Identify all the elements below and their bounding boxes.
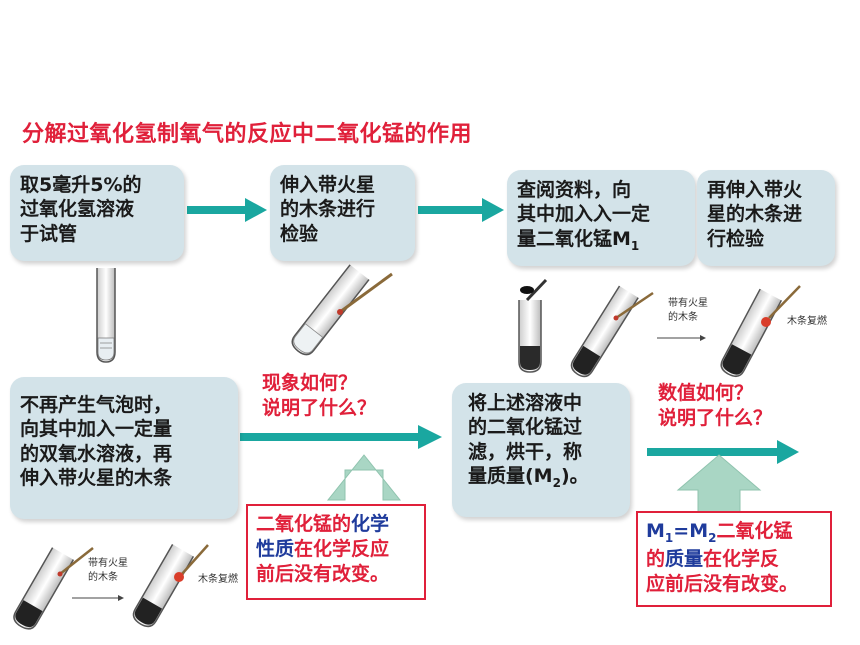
step6-line4: 量质量(M2)。 (468, 464, 589, 490)
relit-label-1: 木条复燃 (787, 314, 827, 327)
step-box-5: 不再产生气泡时， 向其中加入一定量 的双氧水溶液，再 伸入带火星的木条 (10, 377, 238, 519)
step1-line2: 过氧化氢溶液 (20, 198, 135, 221)
step5-line1: 不再产生气泡时， (20, 394, 173, 416)
question2-line1: 数值如何？ (658, 382, 754, 404)
splint-label-2b: 的木条 (88, 570, 118, 583)
step5-line2: 向其中加入一定量 (20, 418, 173, 441)
step3-line2: 其中加入入一定 (517, 203, 651, 226)
reaction-arrow-2 (72, 595, 124, 601)
step1-line1: 取5毫升5%的 (20, 174, 142, 196)
conclusion1-line2: 性质在化学反应 (256, 538, 390, 561)
step1-line3: 于试管 (20, 222, 78, 245)
question2-line2: 说明了什么？ (658, 406, 773, 429)
step-box-3: 查阅资料，向 其中加入入一定 量二氧化锰M1 (507, 170, 695, 266)
conclusion1-line3: 前后没有改变。 (256, 563, 390, 586)
step4-line3: 行检验 (707, 227, 765, 250)
splint-label-1b: 的木条 (668, 310, 698, 323)
question-1: 现象如何？ 说明了什么？ (262, 371, 376, 420)
flow-arrow-2 (418, 198, 504, 222)
step-box-4: 再伸入带火 星的木条进 行检验 (697, 170, 835, 266)
step-box-2: 伸入带火星 的木条进行 检验 (270, 165, 415, 261)
question1-line1: 现象如何？ (262, 372, 358, 394)
tube-relit-step4-icon (720, 285, 801, 378)
page-title: 分解过氧化氢制氧气的反应中二氧化锰的作用 (22, 122, 473, 147)
splint-label-2a: 带有火星 (88, 556, 128, 569)
tube-with-spatula-icon (518, 278, 548, 373)
test-tube-icon (96, 268, 116, 363)
step-box-6: 将上述溶液中 的二氧化锰过 滤，烘干，称 量质量(M2)。 (452, 383, 630, 517)
tube-splint-bottom-icon (13, 547, 94, 630)
step3-line3: 量二氧化锰M1 (517, 227, 640, 253)
step5-line3: 的双氧水溶液，再 (20, 442, 173, 465)
step4-line2: 星的木条进 (707, 203, 803, 226)
conclusion-box-2: M1=M2二氧化锰 的质量在化学反 应前后没有改变。 (636, 511, 832, 607)
step6-line1: 将上述溶液中 (468, 392, 583, 414)
question1-line2: 说明了什么？ (262, 396, 377, 419)
tube-splint-step3-icon (570, 285, 654, 378)
big-up-arrow-1 (326, 454, 402, 501)
tube-with-splint-icon (291, 264, 393, 356)
splint-label-1a: 带有火星 (668, 296, 708, 309)
tube-relit-bottom-icon (132, 543, 209, 628)
conclusion2-line1: M1=M2二氧化锰 (646, 520, 793, 545)
step2-line3: 检验 (280, 222, 319, 245)
step4-line1: 再伸入带火 (707, 179, 803, 201)
step2-line1: 伸入带火星 (280, 174, 376, 196)
flow-arrow-3 (240, 425, 442, 449)
flow-arrow-1 (187, 198, 267, 222)
flow-arrow-4 (647, 440, 799, 464)
conclusion1-line1: 二氧化锰的化学 (256, 513, 390, 535)
relit-label-2: 木条复燃 (198, 572, 238, 585)
step5-line4: 伸入带火星的木条 (20, 466, 173, 489)
conclusion-box-1: 二氧化锰的化学 性质在化学反应 前后没有改变。 (246, 504, 426, 600)
step6-line3: 滤，烘干，称 (468, 440, 583, 463)
conclusion2-line2: 的质量在化学反 (646, 547, 780, 570)
step6-line2: 的二氧化锰过 (468, 416, 583, 439)
step2-line2: 的木条进行 (280, 198, 376, 221)
step-box-1: 取5毫升5%的 过氧化氢溶液 于试管 (10, 165, 184, 261)
step3-line1: 查阅资料，向 (517, 179, 632, 201)
big-up-arrow-2 (676, 454, 762, 513)
reaction-arrow-1 (657, 335, 706, 341)
conclusion2-line3: 应前后没有改变。 (646, 572, 799, 595)
question-2: 数值如何？ 说明了什么？ (658, 381, 772, 430)
